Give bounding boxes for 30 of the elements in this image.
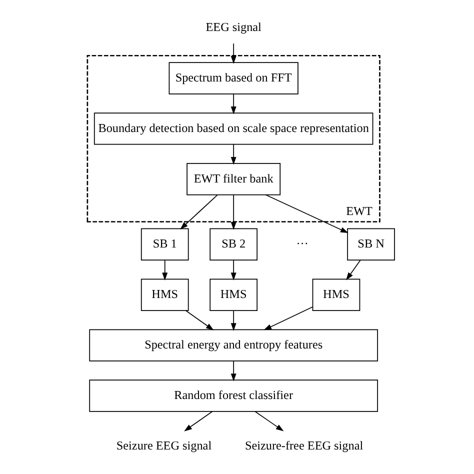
arrow <box>230 194 236 230</box>
node-box: SB 1 <box>140 228 188 260</box>
arrow <box>264 194 348 234</box>
arrow <box>184 411 212 432</box>
arrow <box>254 411 284 432</box>
node-box: Random forest classifier <box>88 380 378 412</box>
arrow <box>162 260 168 280</box>
label: ··· <box>296 236 308 251</box>
node-box: Boundary detection based on scale space representation <box>93 112 373 145</box>
node-box: Spectral energy and entropy features <box>88 329 378 362</box>
arrow <box>180 194 218 230</box>
arrow <box>184 310 214 330</box>
arrow <box>230 144 236 165</box>
node-box: SB N <box>346 228 394 260</box>
node-box: Spectrum based on FFT <box>168 62 298 94</box>
arrow <box>230 94 236 114</box>
arrow <box>230 360 236 382</box>
node-box: HMS <box>209 278 257 311</box>
node-text: EEG signal <box>205 20 261 34</box>
arrow <box>230 260 236 280</box>
node-text: Seizure-free EEG signal <box>244 438 363 452</box>
arrow <box>263 306 313 330</box>
node-box: SB 2 <box>209 228 257 260</box>
node-box: HMS <box>140 278 188 311</box>
arrow <box>230 310 236 331</box>
arrow <box>230 43 236 64</box>
node-box: EWT filter bank <box>186 163 280 196</box>
node-text: Seizure EEG signal <box>116 438 212 452</box>
arrow <box>346 260 360 280</box>
node-box: HMS <box>312 278 360 311</box>
